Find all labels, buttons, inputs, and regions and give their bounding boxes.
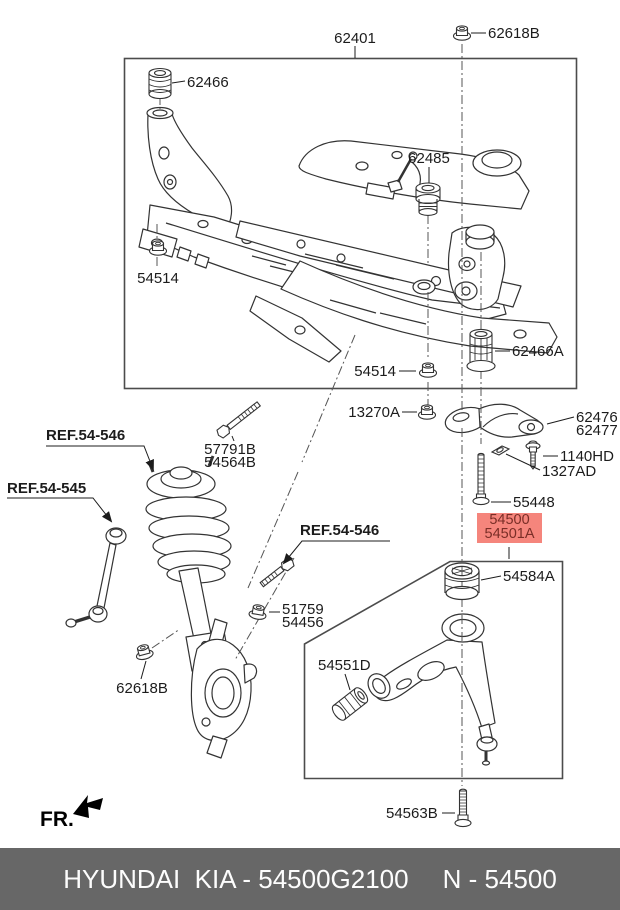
nut-54514-lower-icon	[418, 362, 438, 378]
fr-direction-label: FR.	[40, 808, 74, 831]
part-callout-62466a[interactable]: 62466A	[512, 343, 564, 360]
knuckle-drawing	[190, 618, 258, 759]
bushing-54551d-icon	[331, 687, 369, 721]
ref-callout-54-546-center[interactable]: REF.54-546	[300, 522, 380, 539]
part-callout-54456[interactable]: 54456	[282, 614, 324, 631]
control-arm-drawing	[367, 613, 498, 766]
footer-part-code: HYUNDAI KIA - 54500G2100	[63, 863, 409, 894]
part-callout-51759[interactable]: 51759	[282, 601, 324, 618]
footer-catalog-code: N - 54500	[442, 863, 557, 894]
nut-54456-icon	[247, 602, 269, 622]
fr-arrow-icon	[73, 795, 103, 818]
part-callout-57791b[interactable]: 57791B	[204, 441, 256, 458]
leader-lines	[7, 32, 575, 814]
part-callout-54514-lower[interactable]: 54514	[354, 363, 396, 380]
bushing-62466-icon	[148, 67, 172, 100]
part-callout-54551d[interactable]: 54551D	[318, 657, 371, 674]
part-callout-54584a[interactable]: 54584A	[503, 568, 555, 585]
part-callout-54564b[interactable]: 54564B	[204, 454, 256, 471]
footer-bar: HYUNDAI KIA - 54500G2100 N - 54500	[0, 848, 620, 910]
crossmember-drawing	[138, 106, 558, 363]
nut-62618b-top-icon	[452, 25, 472, 41]
selected-part-number: 54500	[489, 512, 530, 528]
bolt-54563b-icon	[454, 788, 472, 828]
main-assembly-box	[123, 57, 578, 390]
part-callout-55448[interactable]: 55448	[513, 494, 555, 511]
selected-part-callout[interactable]: 54500 54501A	[477, 513, 542, 543]
part-callout-62476[interactable]: 62476	[576, 409, 618, 426]
bracket-stay-drawing	[444, 403, 544, 438]
part-callout-62618b-lower[interactable]: 62618B	[116, 680, 168, 697]
selected-part-number-alt: 54501A	[484, 526, 535, 542]
bolt-51759-icon	[259, 557, 295, 588]
nut-62618b-lower-icon	[133, 642, 155, 662]
part-callout-54563b[interactable]: 54563B	[386, 805, 438, 822]
nut-13270a-icon	[417, 404, 437, 420]
bushing-62466a-icon	[466, 328, 496, 373]
part-callout-1140hd[interactable]: 1140HD	[560, 448, 614, 465]
part-callout-62485[interactable]: 62485	[408, 150, 450, 167]
control-arm-box	[303, 560, 564, 780]
part-callout-1327ad[interactable]: 1327AD	[542, 463, 597, 480]
part-callout-62618b-top[interactable]: 62618B	[488, 25, 540, 42]
part-callout-54514-left[interactable]: 54514	[137, 270, 179, 287]
part-callout-62401[interactable]: 62401	[334, 30, 376, 47]
part-callout-62477[interactable]: 62477	[576, 422, 618, 439]
ref-callout-54-545[interactable]: REF.54-545	[7, 480, 87, 497]
bushing-54584a-icon	[444, 562, 480, 601]
part-callout-13270a[interactable]: 13270A	[348, 404, 400, 421]
bolt-55448-icon	[472, 452, 490, 506]
nut-54514-left-icon	[148, 240, 168, 256]
clip-1327ad-icon	[490, 445, 511, 456]
ref-callout-54-546-left[interactable]: REF.54-546	[46, 427, 126, 444]
screw-1140hd-icon	[525, 440, 541, 470]
stabilizer-link-drawing	[65, 527, 127, 628]
bushing-62485-icon	[415, 182, 441, 216]
part-callout-62466[interactable]: 62466	[187, 74, 229, 91]
bolt-57791b-icon	[216, 401, 262, 439]
